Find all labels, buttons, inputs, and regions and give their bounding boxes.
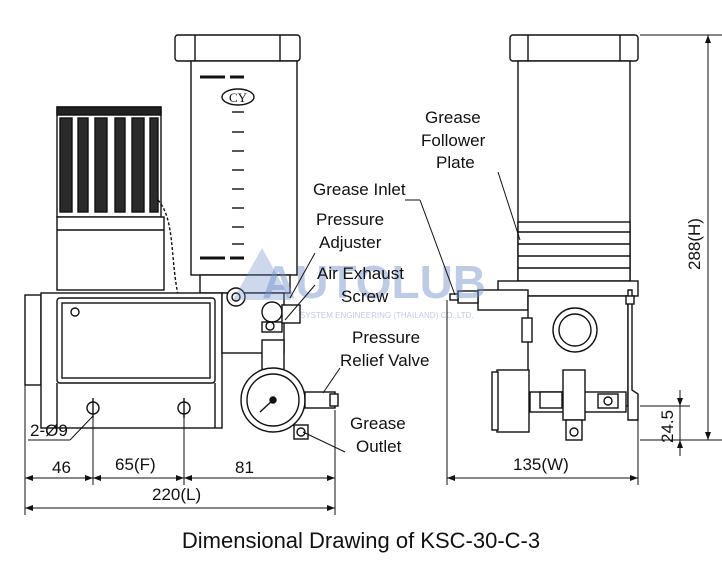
pump-base [24, 287, 285, 429]
label-pressure-adjuster-2: Adjuster [319, 233, 382, 252]
dim-holes: 2-Ø9 [30, 421, 68, 440]
dim-46: 46 [52, 458, 71, 477]
reservoir-mark: CY [229, 90, 248, 105]
pressure-gauge [240, 339, 339, 440]
dim-288h: 288(H) [685, 218, 704, 270]
motor [56, 106, 179, 296]
reservoir-front [174, 34, 301, 294]
label-air-exhaust-1: Air Exhaust [317, 264, 404, 283]
caption: Dimensional Drawing of KSC-30-C-3 [181, 528, 541, 553]
dim-81: 81 [235, 458, 254, 477]
dim-65f: 65(F) [115, 455, 156, 474]
label-pressure-adjuster-1: Pressure [316, 210, 384, 229]
label-pressure-relief-1: Pressure [352, 328, 420, 347]
label-grease-outlet-2: Outlet [356, 437, 402, 456]
reservoir-side [497, 34, 639, 297]
dim-135w: 135(W) [513, 455, 569, 474]
label-grease-follower-plate-3: Plate [436, 153, 475, 172]
label-pressure-relief-2: Relief Valve [340, 351, 429, 370]
pump-side-body [449, 289, 639, 441]
dim-220l: 220(L) [152, 485, 201, 504]
air-exhaust-screw [261, 301, 301, 333]
label-grease-follower-plate-1: Grease [425, 108, 481, 127]
label-grease-outlet-1: Grease [350, 414, 406, 433]
dim-24-5: 24.5 [658, 410, 677, 443]
label-grease-follower-plate-2: Follower [421, 131, 486, 150]
label-air-exhaust-2: Screw [341, 287, 389, 306]
label-grease-inlet: Grease Inlet [313, 180, 406, 199]
watermark-sub: SYSTEM ENGINEERING (THAILAND) CO.,LTD. [300, 311, 474, 320]
